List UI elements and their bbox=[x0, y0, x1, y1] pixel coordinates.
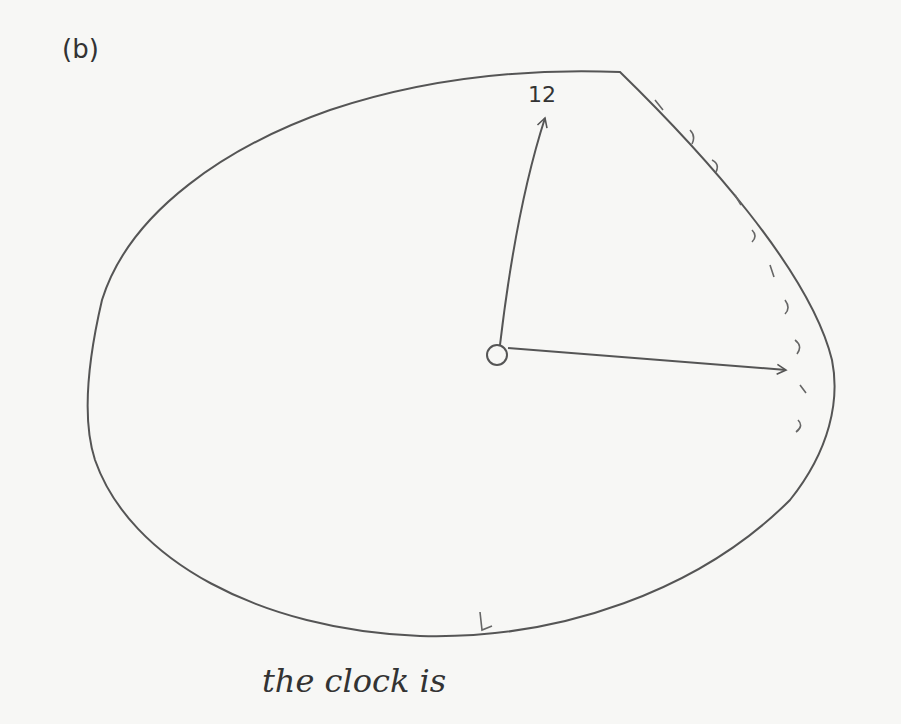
handwritten-note: the clock is bbox=[262, 665, 446, 697]
clock-number: 12 bbox=[528, 84, 556, 106]
clock-centre bbox=[487, 345, 507, 365]
scribbled-marks bbox=[480, 100, 806, 630]
clock-hand-hour bbox=[500, 118, 545, 345]
figure-label: (b) bbox=[62, 36, 99, 62]
clock-hand-minute bbox=[508, 348, 786, 370]
clock-outline bbox=[88, 71, 835, 636]
